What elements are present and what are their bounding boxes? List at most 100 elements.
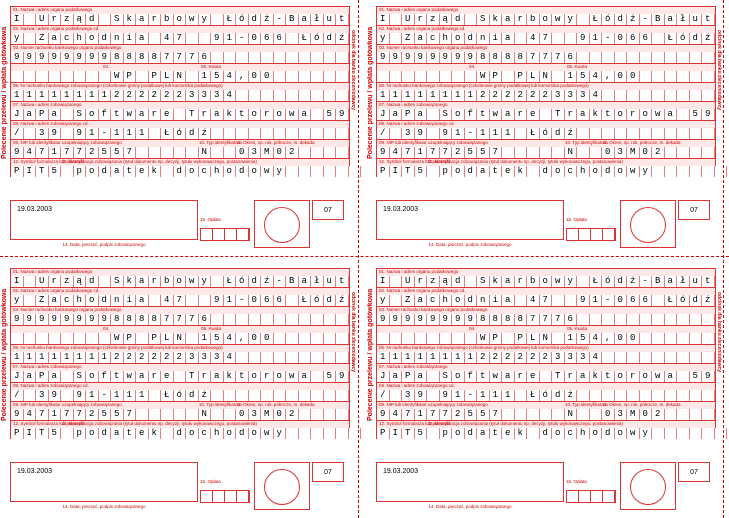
field-char-cell: k bbox=[148, 428, 161, 439]
field-char-cell bbox=[336, 352, 349, 363]
fee-cells[interactable] bbox=[566, 228, 616, 241]
field-char-cell bbox=[702, 352, 715, 363]
fee-cells[interactable] bbox=[200, 228, 250, 241]
field-char-cell: a bbox=[23, 371, 36, 382]
field-char-cell: o bbox=[452, 295, 465, 306]
field-row-12[interactable]: 12. Symbol formularza lub płatności 13. … bbox=[376, 420, 727, 439]
field-row-12[interactable]: 12. Symbol formularza lub płatności 13. … bbox=[10, 420, 361, 439]
field-row-02[interactable]: 02. Nazwa i adres organu podatkowego cd.… bbox=[10, 287, 350, 306]
field-char-cell: y bbox=[377, 33, 390, 44]
field-char-cell: 9 bbox=[23, 52, 36, 63]
fee-cells[interactable] bbox=[200, 490, 250, 503]
payment-coupon: Polecenie przelewu / wpłata gotówkowa 01… bbox=[0, 0, 361, 250]
field-char-cell: 7 bbox=[173, 295, 186, 306]
field-char-cell bbox=[336, 409, 349, 420]
field-char-cell: e bbox=[136, 428, 149, 439]
field-char-cell: n bbox=[111, 295, 124, 306]
field-char-cell bbox=[298, 333, 311, 344]
field-char-cell: M bbox=[261, 147, 274, 158]
field-row-01[interactable]: 01. Nazwa i adres organu podatkowego I U… bbox=[376, 6, 716, 25]
field-row-06[interactable]: 06. Nr rachunku bankowego zobowiązanego … bbox=[10, 344, 350, 363]
field-char-cell: P bbox=[148, 333, 161, 344]
field-char-cell: Z bbox=[402, 295, 415, 306]
field-char-cell bbox=[311, 90, 324, 101]
date-box[interactable]: 19.03.2003 bbox=[10, 200, 198, 240]
field-char-cell: r bbox=[198, 371, 211, 382]
field-char-cell bbox=[136, 147, 149, 158]
field-row-03[interactable]: 03. Numer rachunku bankowego organu poda… bbox=[376, 306, 716, 325]
fee-cells[interactable] bbox=[566, 490, 616, 503]
date-box[interactable]: 19.03.2003 bbox=[376, 200, 564, 240]
field-char-cell bbox=[464, 71, 477, 82]
field-char-cell: a bbox=[664, 276, 677, 287]
field-char-cell: - bbox=[602, 295, 615, 306]
field-char-cell: a bbox=[477, 166, 490, 177]
field-char-cell: 2 bbox=[452, 409, 465, 420]
field-char-cell: 4 bbox=[389, 147, 402, 158]
field-row-09[interactable]: 09. NIP lub identyfikator uzupełniający … bbox=[376, 139, 716, 158]
field-char-cell bbox=[211, 390, 224, 401]
field-row-12[interactable]: 12. Symbol formularza lub płatności 13. … bbox=[376, 158, 727, 177]
field-char-cell: 9 bbox=[98, 314, 111, 325]
field-char-cell: 0 bbox=[639, 409, 652, 420]
field-char-cell: Ł bbox=[589, 14, 602, 25]
field-row-09[interactable]: 09. NIP lub identyfikator uzupełniający … bbox=[10, 139, 350, 158]
field-row-09[interactable]: 09. NIP lub identyfikator uzupełniający … bbox=[376, 401, 716, 420]
field-row-03[interactable]: 03. Numer rachunku bankowego organu poda… bbox=[376, 44, 716, 63]
field-row-06[interactable]: 06. Nr rachunku bankowego zobowiązanego … bbox=[376, 344, 716, 363]
field-row-12[interactable]: 12. Symbol formularza lub płatności 13. … bbox=[10, 158, 361, 177]
field-row-03[interactable]: 03. Numer rachunku bankowego organu poda… bbox=[10, 44, 350, 63]
field-row-06[interactable]: 06. Nr rachunku bankowego zobowiązanego … bbox=[10, 82, 350, 101]
field-char-cell: 8 bbox=[514, 314, 527, 325]
field-char-cell bbox=[677, 314, 690, 325]
field-char-cell: t bbox=[336, 14, 349, 25]
field-row-03[interactable]: 03. Numer rachunku bankowego organu poda… bbox=[10, 306, 350, 325]
field-char-cell: y bbox=[198, 276, 211, 287]
field-char-cell bbox=[552, 147, 565, 158]
field-char-cell: 1 bbox=[477, 128, 490, 139]
field-row-06[interactable]: 06. Nr rachunku bankowego zobowiązanego … bbox=[376, 82, 716, 101]
field-row-02[interactable]: 02. Nazwa i adres organu podatkowego cd.… bbox=[376, 25, 716, 44]
field-char-cell bbox=[261, 314, 274, 325]
field-char-cell: 7 bbox=[489, 147, 502, 158]
date-box[interactable]: 19.03.2003 bbox=[376, 462, 564, 502]
field-char-cell: 7 bbox=[173, 314, 186, 325]
field-char-cell: 3 bbox=[248, 409, 261, 420]
date-box[interactable]: 19.03.2003 bbox=[10, 462, 198, 502]
field-char-cell: o bbox=[614, 428, 627, 439]
field-char-cell: ź bbox=[564, 390, 577, 401]
field-char-cell: 1 bbox=[464, 352, 477, 363]
field-char-cell bbox=[614, 314, 627, 325]
field-row-02[interactable]: 02. Nazwa i adres organu podatkowego cd.… bbox=[376, 287, 716, 306]
field-row-09[interactable]: 09. NIP lub identyfikator uzupełniający … bbox=[10, 401, 350, 420]
field-char-cell: - bbox=[639, 14, 652, 25]
coupon-side-title: Polecenie przelewu / wpłata gotówkowa bbox=[367, 288, 374, 422]
field-char-cell: 9 bbox=[73, 390, 86, 401]
field-char-cell bbox=[161, 409, 174, 420]
field-char-cell: a bbox=[48, 371, 61, 382]
field-char-cell: 1 bbox=[477, 390, 490, 401]
field-char-cell: a bbox=[23, 109, 36, 120]
field-char-cell: 1 bbox=[414, 409, 427, 420]
field-char-cell: a bbox=[477, 428, 490, 439]
field-row-01[interactable]: 01. Nazwa i adres organu podatkowego I U… bbox=[376, 268, 716, 287]
field-row-01[interactable]: 01. Nazwa i adres organu podatkowego I U… bbox=[10, 6, 350, 25]
field-char-cell bbox=[702, 71, 715, 82]
field-char-cell bbox=[248, 352, 261, 363]
field-char-cell: o bbox=[639, 371, 652, 382]
coupon-footer: 19.03.2003 14. Data, pieczęć, podpis zob… bbox=[10, 200, 350, 250]
field-row-02[interactable]: 02. Nazwa i adres organu podatkowego cd.… bbox=[10, 25, 350, 44]
field-row-01[interactable]: 01. Nazwa i adres organu podatkowego I U… bbox=[10, 268, 350, 287]
